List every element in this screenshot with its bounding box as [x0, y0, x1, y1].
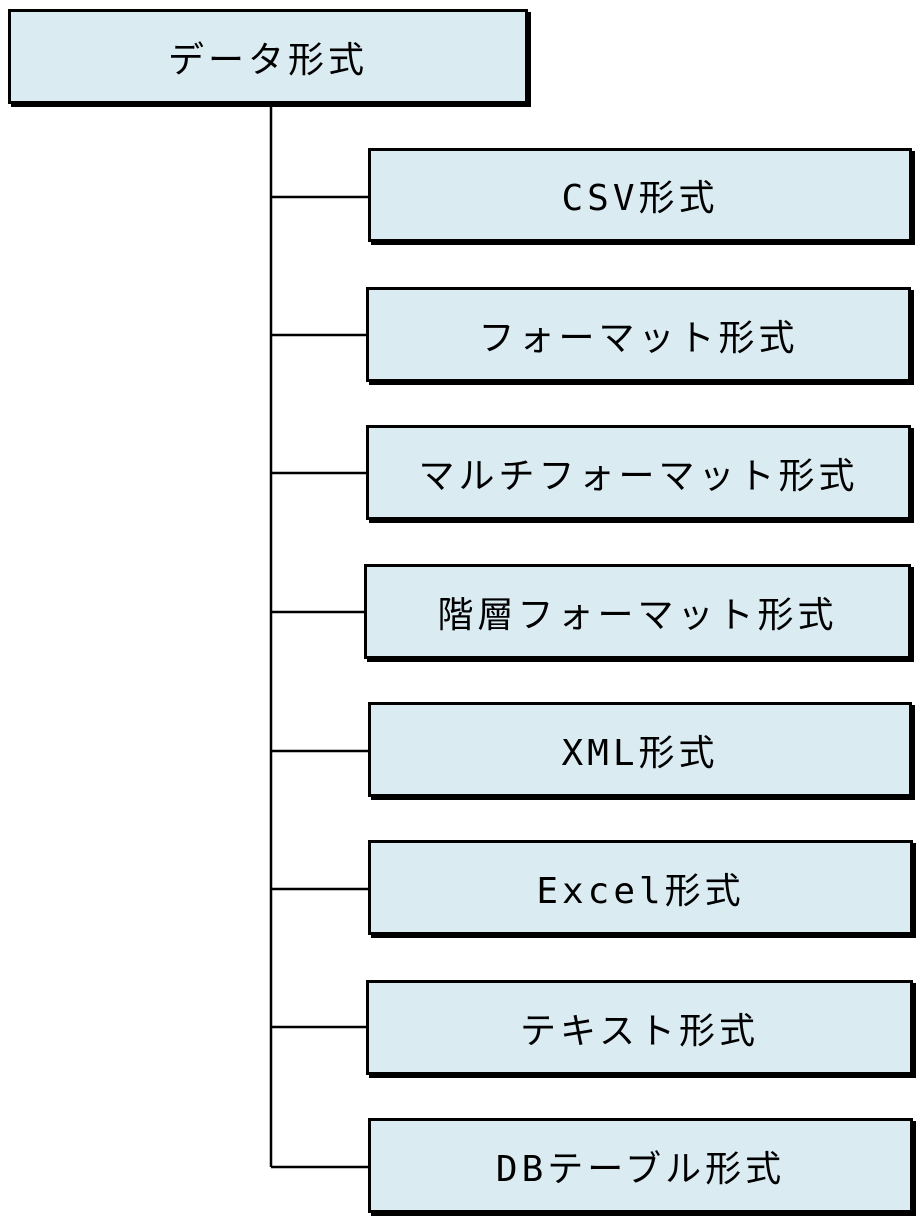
child-node-label: XML形式	[561, 732, 719, 774]
root-node-label: データ形式	[167, 39, 368, 81]
child-node-label: DBテーブル形式	[495, 1148, 786, 1190]
child-node-label: Excel形式	[536, 870, 745, 912]
child-node-multi-format: マルチフォーマット形式	[366, 425, 911, 520]
child-node-label: フォーマット形式	[478, 317, 799, 359]
child-node-db-table: DBテーブル形式	[368, 1118, 913, 1213]
child-node-hierarchical-format: 階層フォーマット形式	[364, 564, 911, 659]
child-node-label: マルチフォーマット形式	[418, 455, 859, 497]
child-node-label: 階層フォーマット形式	[437, 594, 838, 636]
child-node-xml: XML形式	[368, 702, 912, 797]
child-node-label: CSV形式	[561, 178, 719, 219]
child-node-csv: CSV形式	[368, 148, 912, 242]
child-node-label: テキスト形式	[520, 1010, 759, 1052]
child-node-text: テキスト形式	[366, 980, 913, 1075]
child-node-excel: Excel形式	[368, 840, 913, 935]
child-node-format: フォーマット形式	[366, 287, 911, 382]
root-node: データ形式	[8, 9, 528, 104]
